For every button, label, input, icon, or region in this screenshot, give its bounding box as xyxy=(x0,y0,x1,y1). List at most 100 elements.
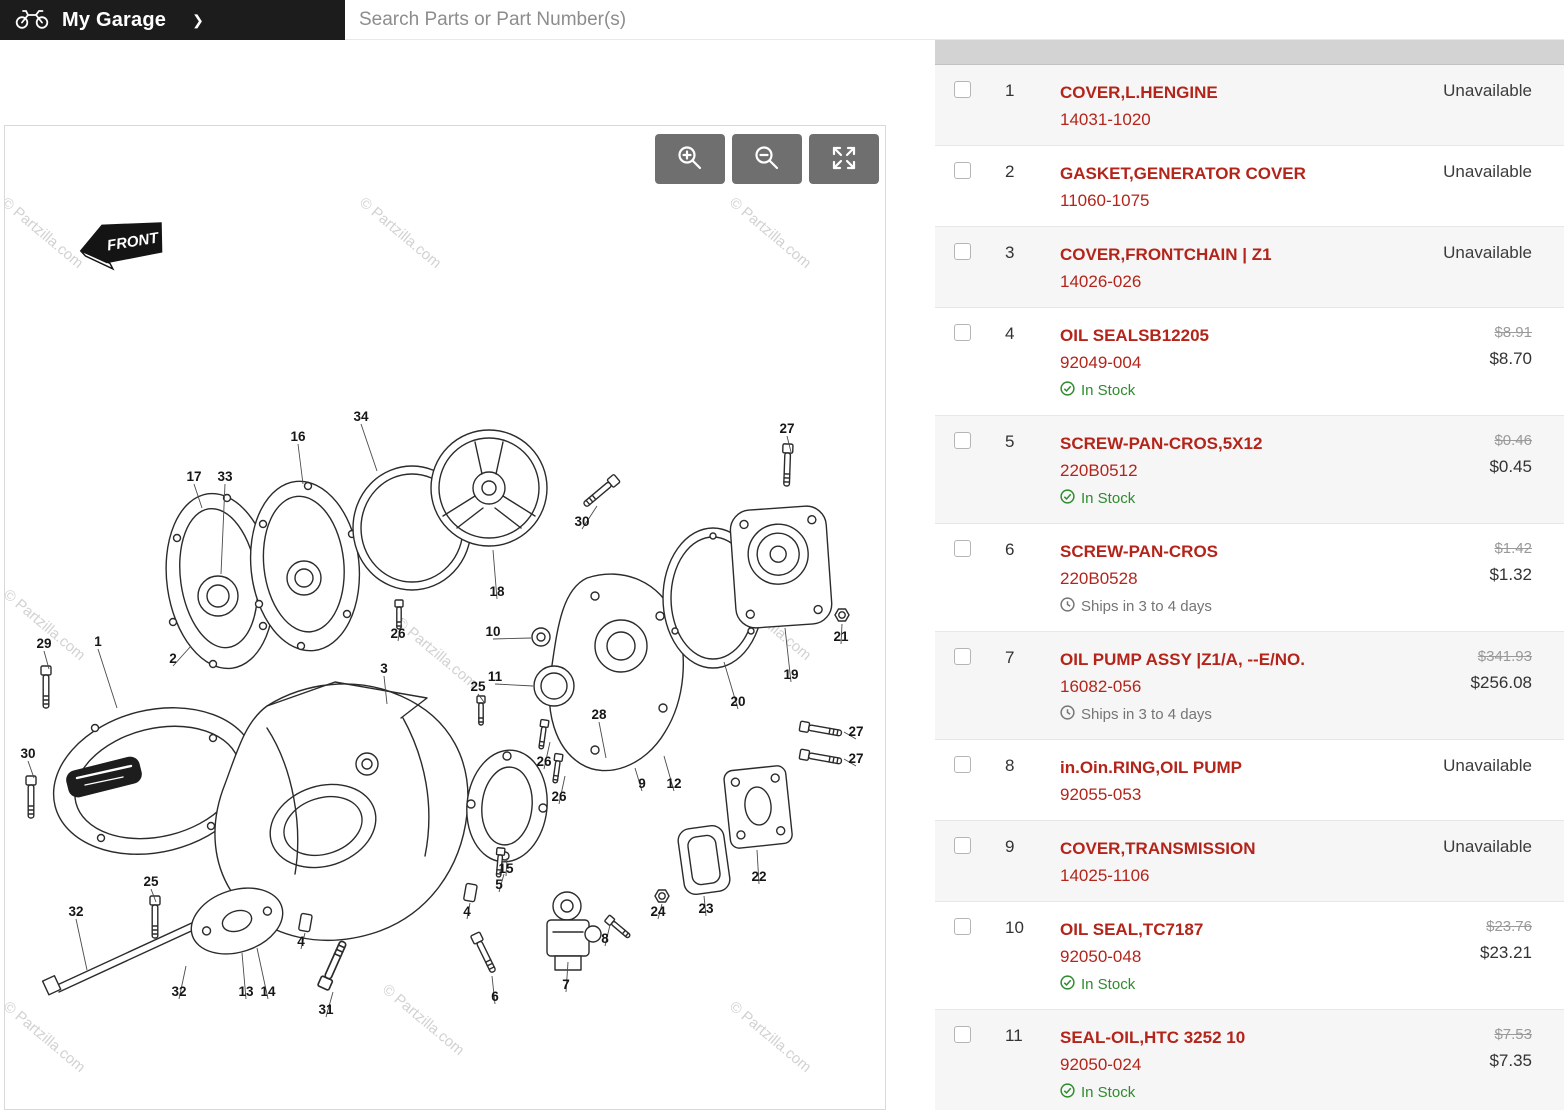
part-sku-link[interactable]: 92050-024 xyxy=(1060,1055,1142,1074)
part-sku-link[interactable]: 220B0528 xyxy=(1060,569,1138,588)
diagram-callout-number: 9 xyxy=(638,776,646,791)
part-checkbox[interactable] xyxy=(954,162,971,179)
part-price-block: Unavailable xyxy=(1443,756,1532,776)
diagram-callout-number: 12 xyxy=(666,776,681,791)
part-row: 3 COVER,FRONTCHAIN | Z1 14026-026 xyxy=(935,227,1564,308)
top-bar: My Garage ❯ xyxy=(0,0,1564,40)
magnifier-minus-icon xyxy=(751,144,783,175)
part-checkbox[interactable] xyxy=(954,1026,971,1043)
diagram-callout-number: 30 xyxy=(574,514,589,529)
part-checkbox[interactable] xyxy=(954,648,971,665)
motorcycle-icon xyxy=(14,6,50,35)
part-sku-link[interactable]: 92050-048 xyxy=(1060,947,1142,966)
part-sku-link[interactable]: 16082-056 xyxy=(1060,677,1142,696)
part-stock-status: In Stock xyxy=(1060,381,1564,400)
diagram-callout-number: 25 xyxy=(143,874,159,889)
part-stock-status: Ships in 3 to 4 days xyxy=(1060,705,1564,724)
part-name-link[interactable]: OIL SEAL,TC7187 xyxy=(1060,920,1204,939)
part-checkbox[interactable] xyxy=(954,432,971,449)
part-ref-number: 10 xyxy=(1005,918,1024,937)
stock-status-text: In Stock xyxy=(1081,382,1136,399)
part-sku-link[interactable]: 14031-1020 xyxy=(1060,110,1151,129)
diagram-callout-number: 26 xyxy=(551,789,567,804)
part-availability: Unavailable xyxy=(1443,756,1532,775)
part-price-block: Unavailable xyxy=(1443,837,1532,857)
part-checkbox[interactable] xyxy=(954,756,971,773)
part-name-link[interactable]: OIL PUMP ASSY |Z1/A, --E/NO. xyxy=(1060,650,1306,669)
part-stock-status: Ships in 3 to 4 days xyxy=(1060,597,1564,616)
part-price: $256.08 xyxy=(1470,673,1532,692)
part-old-price: $7.53 xyxy=(1494,1026,1532,1043)
diagram-toolbar xyxy=(655,134,879,184)
part-row: 11 SEAL-OIL,HTC 3252 10 92050-024 In Sto… xyxy=(935,1010,1564,1110)
part-stock-status: In Stock xyxy=(1060,489,1564,508)
diagram-callout-number: 29 xyxy=(36,636,51,651)
part-price-block: Unavailable xyxy=(1443,162,1532,182)
part-sku-link[interactable]: 92055-053 xyxy=(1060,785,1142,804)
part-sku-link[interactable]: 220B0512 xyxy=(1060,461,1138,480)
part-row: 6 SCREW-PAN-CROS 220B0528 Ships in 3 to … xyxy=(935,524,1564,632)
part-checkbox[interactable] xyxy=(954,837,971,854)
part-availability: Unavailable xyxy=(1443,243,1532,262)
diagram-callout-number: 10 xyxy=(485,624,500,639)
diagram-callout-number: 33 xyxy=(217,469,233,484)
part-stock-status: In Stock xyxy=(1060,975,1564,994)
part-sku-link[interactable]: 14025-1106 xyxy=(1060,866,1150,885)
stock-status-text: Ships in 3 to 4 days xyxy=(1081,706,1212,723)
zoom-in-button[interactable] xyxy=(655,134,725,184)
part-checkbox[interactable] xyxy=(954,81,971,98)
part-checkbox[interactable] xyxy=(954,243,971,260)
part-name-link[interactable]: in.Oin.RING,OIL PUMP xyxy=(1060,758,1242,777)
part-name-link[interactable]: COVER,FRONTCHAIN | Z1 xyxy=(1060,245,1272,264)
part-checkbox[interactable] xyxy=(954,324,971,341)
part-name-link[interactable]: SCREW-PAN-CROS xyxy=(1060,542,1219,561)
parts-diagram: 3416271733301826102129121131925202827302… xyxy=(20,409,864,1018)
magnifier-plus-icon xyxy=(674,144,706,175)
chevron-right-icon: ❯ xyxy=(192,11,204,28)
part-checkbox[interactable] xyxy=(954,540,971,557)
part-sku-link[interactable]: 14026-026 xyxy=(1060,272,1142,291)
diagram-callout-number: 4 xyxy=(463,904,471,919)
part-price-block: $23.76 $23.21 xyxy=(1480,918,1532,963)
part-price: $8.70 xyxy=(1489,349,1532,368)
part-price-block: $0.46 $0.45 xyxy=(1489,432,1532,477)
diagram-callout-number: 13 xyxy=(238,984,254,999)
part-old-price: $1.42 xyxy=(1494,540,1532,557)
part-sku-link[interactable]: 92049-004 xyxy=(1060,353,1142,372)
part-price: $7.35 xyxy=(1489,1051,1532,1070)
diagram-callout-number: 18 xyxy=(489,584,505,599)
diagram-callout-number: 22 xyxy=(751,869,766,884)
part-price-block: $8.91 $8.70 xyxy=(1489,324,1532,369)
part-availability: Unavailable xyxy=(1443,81,1532,100)
part-checkbox[interactable] xyxy=(954,918,971,935)
part-name-link[interactable]: COVER,TRANSMISSION xyxy=(1060,839,1256,858)
clock-icon xyxy=(1060,597,1075,616)
diagram-callout-number: 26 xyxy=(536,754,552,769)
stock-status-text: In Stock xyxy=(1081,1084,1136,1101)
part-sku-link[interactable]: 11060-1075 xyxy=(1060,191,1150,210)
part-name-link[interactable]: GASKET,GENERATOR COVER xyxy=(1060,164,1306,183)
part-row: 10 OIL SEAL,TC7187 92050-048 In Stock $ xyxy=(935,902,1564,1010)
part-name-link[interactable]: COVER,L.HENGINE xyxy=(1060,83,1218,102)
diagram-callout-number: 7 xyxy=(562,977,570,992)
part-row: 4 OIL SEALSB12205 92049-004 In Stock $8 xyxy=(935,308,1564,416)
diagram-callout-number: 34 xyxy=(353,409,369,424)
diagram-callout-number: 23 xyxy=(698,901,714,916)
part-ref-number: 7 xyxy=(1005,648,1015,667)
part-name-link[interactable]: SCREW-PAN-CROS,5X12 xyxy=(1060,434,1263,453)
part-name-link[interactable]: SEAL-OIL,HTC 3252 10 xyxy=(1060,1028,1246,1047)
diagram-callout-number: 11 xyxy=(488,669,503,684)
part-ref-number: 9 xyxy=(1005,837,1015,856)
zoom-out-button[interactable] xyxy=(732,134,802,184)
part-row: 1 COVER,L.HENGINE 14031-1020 xyxy=(935,65,1564,146)
front-arrow-label: FRONT xyxy=(73,205,174,282)
part-price: $23.21 xyxy=(1480,943,1532,962)
part-row: 9 COVER,TRANSMISSION 14025-1106 xyxy=(935,821,1564,902)
clock-icon xyxy=(1060,705,1075,724)
part-row: 5 SCREW-PAN-CROS,5X12 220B0512 In Stock xyxy=(935,416,1564,524)
my-garage-nav[interactable]: My Garage ❯ xyxy=(0,0,345,40)
part-row: 7 OIL PUMP ASSY |Z1/A, --E/NO. 16082-056… xyxy=(935,632,1564,740)
fullscreen-button[interactable] xyxy=(809,134,879,184)
search-input[interactable] xyxy=(345,0,1564,39)
part-name-link[interactable]: OIL SEALSB12205 xyxy=(1060,326,1209,345)
